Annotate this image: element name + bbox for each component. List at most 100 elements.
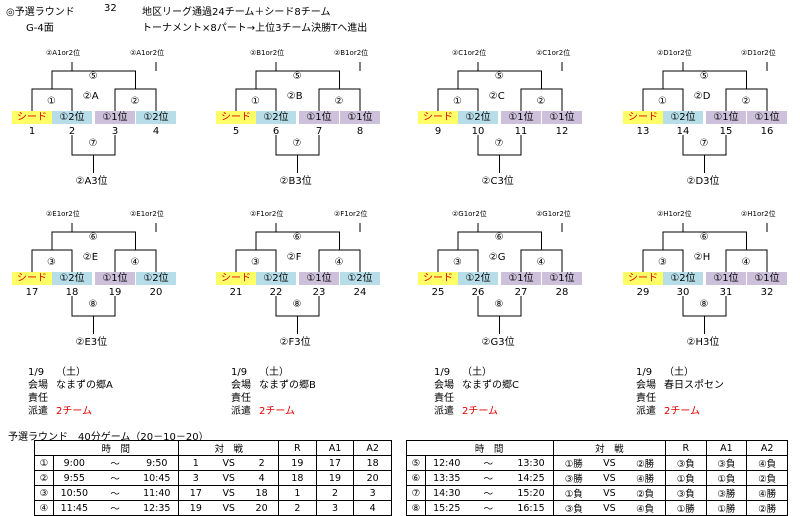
- team-slot: ①1位: [95, 111, 135, 124]
- start-time: 13:35: [424, 470, 468, 486]
- match-final-label: ⑤: [494, 71, 504, 82]
- venue-date: 1/9: [28, 367, 45, 378]
- bracket-top-right-label: ②C1or2位: [536, 49, 571, 57]
- assist1: ③負: [705, 455, 748, 471]
- vs: VS: [593, 485, 626, 501]
- team-slot: ①1位: [747, 111, 787, 124]
- team-slot: ①1位: [501, 272, 541, 285]
- match-final-label: ⑥: [88, 232, 98, 243]
- venue-dow: （土）: [259, 367, 289, 378]
- slot-number: 12: [555, 126, 569, 137]
- dispatch-value: 2チーム: [56, 406, 93, 417]
- game-no: ⑦: [406, 485, 426, 501]
- header-r: R: [664, 440, 707, 456]
- venue-label: 会場: [231, 380, 251, 391]
- match-left-label: ③: [658, 257, 667, 268]
- team-slot: ①2位: [52, 111, 92, 124]
- dispatch-label: 派遣: [231, 406, 251, 417]
- header-r: R: [278, 440, 317, 456]
- match-final-label: ⑥: [292, 232, 302, 243]
- match-third-label: ⑧: [699, 299, 709, 310]
- schedule-title: 予選ラウンド 40分ゲーム（20－10－20）: [8, 432, 209, 443]
- team1: 19: [178, 500, 213, 516]
- bracket-group-label: ②D: [693, 91, 711, 102]
- bracket-result-label: ②E3位: [75, 337, 108, 348]
- slot-number: 32: [760, 287, 774, 298]
- seed-slot: シード: [216, 272, 256, 285]
- bracket-top-right-label: ②A1or2位: [130, 49, 165, 57]
- end-time: 12:35: [135, 500, 180, 516]
- assist2: ④負: [746, 455, 788, 471]
- bracket-top-right-label: ②G1or2位: [536, 210, 571, 218]
- team1: 17: [178, 485, 213, 501]
- team1: ③勝: [552, 470, 594, 486]
- tilde: ～: [467, 470, 510, 486]
- venue-date: 1/9: [636, 367, 653, 378]
- assist1: 3: [315, 500, 355, 516]
- venue-name: なまずの郷A: [56, 380, 113, 391]
- team-slot: ①2位: [663, 272, 703, 285]
- slot-number: 23: [312, 287, 326, 298]
- match-left-label: ①: [453, 96, 462, 107]
- venue-label: 会場: [28, 380, 48, 391]
- table-row: ⑦ 14:30 ～ 15:20 ①負 VS ②負 ③負 ③勝 ④勝: [406, 485, 788, 501]
- table-header-row: 時 間 対 戦 R A1 A2: [34, 440, 392, 456]
- header-desc1: 地区リーグ通過24チーム＋シード8チーム: [142, 7, 331, 18]
- responsible-label: 責任: [636, 393, 656, 404]
- bracket-top-left-label: ②F1or2位: [250, 210, 284, 218]
- bracket-lines: [642, 62, 768, 173]
- game-no: ②: [34, 470, 54, 486]
- responsible-label: 責任: [434, 393, 454, 404]
- dispatch-value: 2チーム: [664, 406, 701, 417]
- end-time: 11:40: [135, 485, 180, 501]
- slot-number: 31: [719, 287, 733, 298]
- team-slot: ①1位: [95, 272, 135, 285]
- team-slot: ①2位: [136, 111, 176, 124]
- slot-number: 13: [636, 126, 650, 137]
- bracket-result-label: ②G3位: [481, 337, 515, 348]
- match-left-label: ③: [453, 257, 462, 268]
- slot-number: 10: [471, 126, 485, 137]
- start-time: 9:55: [52, 470, 95, 486]
- slot-number: 8: [356, 126, 364, 137]
- tilde: ～: [467, 500, 510, 516]
- header-time: 時 間: [53, 440, 180, 456]
- tilde: ～: [467, 485, 510, 501]
- team1: ①負: [552, 485, 594, 501]
- responsible-label: 責任: [28, 393, 48, 404]
- dispatch-label: 派遣: [636, 406, 656, 417]
- venue-name: 春日スポセン: [664, 380, 724, 391]
- slot-number: 21: [229, 287, 243, 298]
- venue-label: 会場: [434, 380, 454, 391]
- bracket-top-right-label: ②F1or2位: [334, 210, 368, 218]
- match-left-label: ③: [47, 257, 56, 268]
- bracket-group-label: ②B: [286, 91, 303, 102]
- venue-name: なまずの郷C: [462, 380, 519, 391]
- slot-number: 5: [232, 126, 240, 137]
- bracket-result-label: ②D3位: [686, 176, 720, 187]
- assist2: ④勝: [746, 485, 788, 501]
- team2: ④負: [625, 500, 666, 516]
- slot-number: 1: [28, 126, 36, 137]
- team1: ③負: [552, 500, 594, 516]
- bracket-result-label: ②C3位: [481, 176, 514, 187]
- match-left-label: ③: [251, 257, 260, 268]
- bracket-top-right-label: ②E1or2位: [130, 210, 164, 218]
- tilde: ～: [94, 485, 136, 501]
- table-row: ④ 11:45 ～ 12:35 19 VS 20 2 3 4: [34, 500, 392, 516]
- bracket-lines: [437, 62, 563, 173]
- header-match: 対 戦: [178, 440, 280, 456]
- seed-slot: シード: [12, 111, 52, 124]
- match-third-label: ⑦: [88, 138, 98, 149]
- team-slot: ①2位: [340, 272, 380, 285]
- dispatch-label: 派遣: [28, 406, 48, 417]
- bracket-lines: [31, 62, 157, 173]
- tilde: ～: [94, 470, 136, 486]
- slot-number: 11: [514, 126, 528, 137]
